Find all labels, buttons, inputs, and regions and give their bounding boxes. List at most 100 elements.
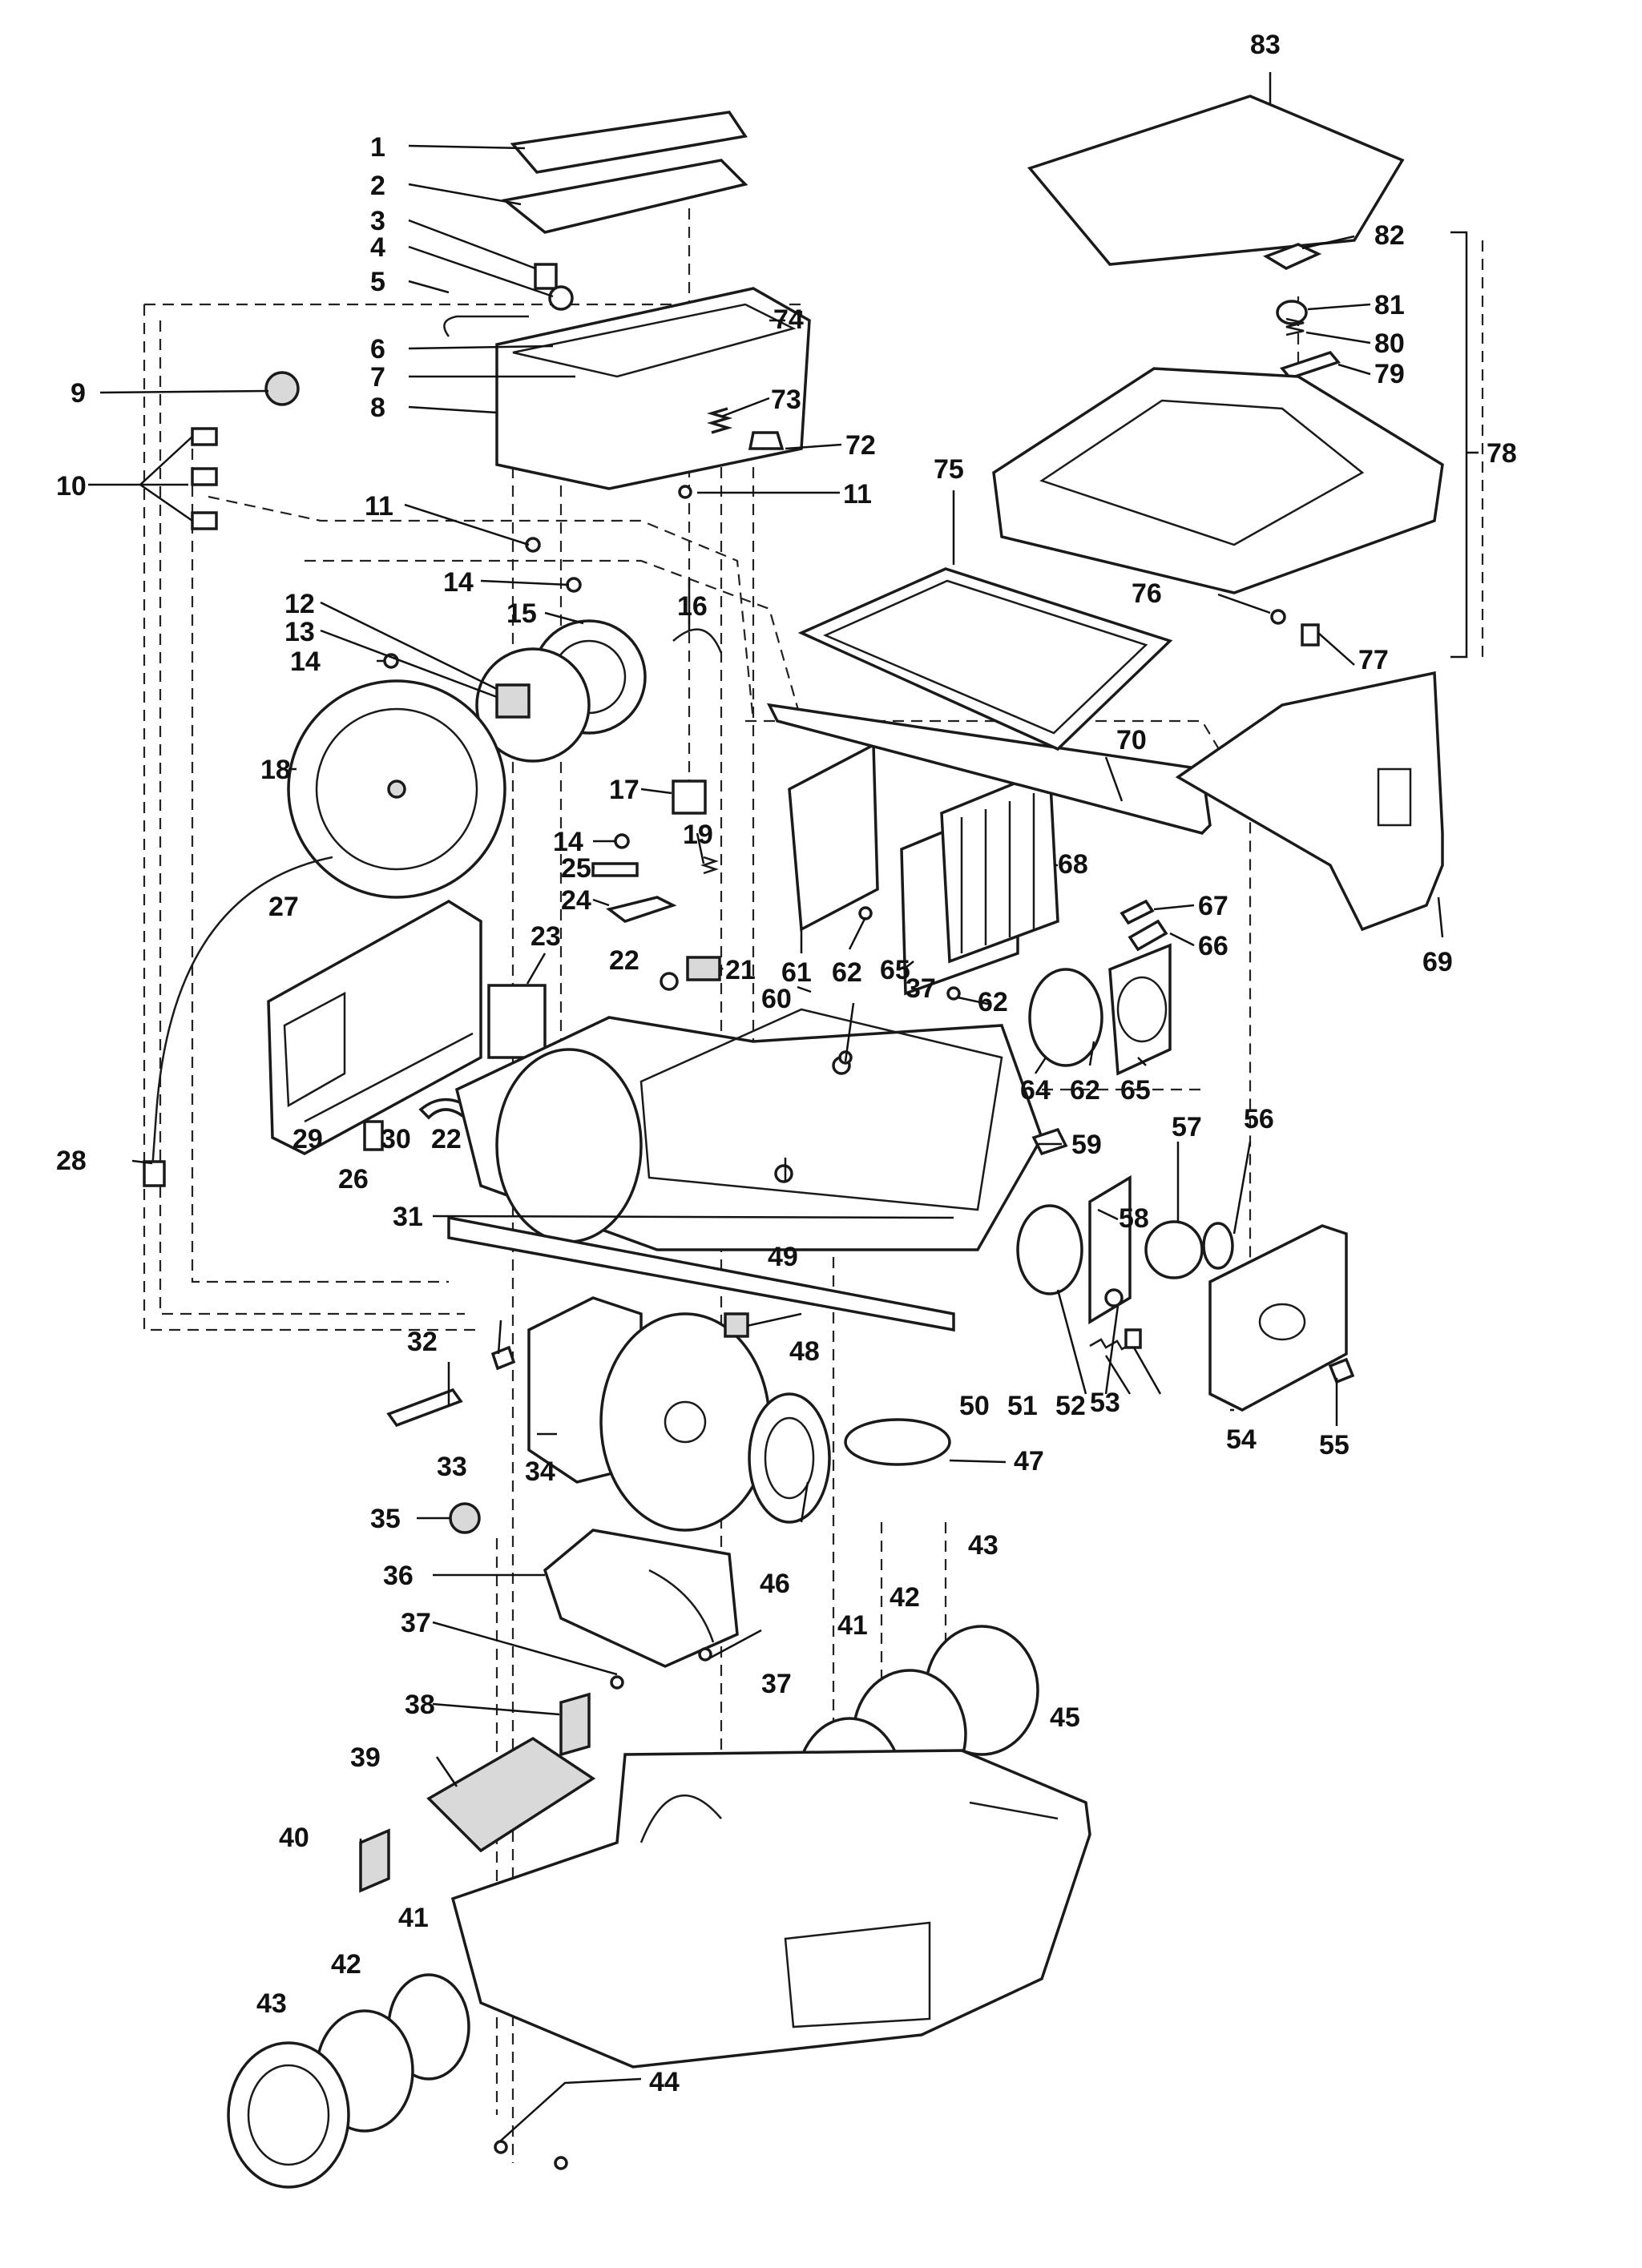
label-part-50: 50 bbox=[959, 1391, 990, 1421]
part-78-lid-housing bbox=[992, 367, 1444, 594]
part-62-screw-b bbox=[946, 986, 961, 1001]
label-part-42-right: 42 bbox=[890, 1582, 920, 1613]
label-part-29: 29 bbox=[292, 1124, 323, 1154]
part-33-bracket bbox=[386, 1388, 463, 1428]
part-35-cap bbox=[449, 1502, 481, 1534]
label-part-42-left: 42 bbox=[331, 1949, 361, 1980]
label-part-62-c: 62 bbox=[1070, 1075, 1100, 1106]
label-part-68: 68 bbox=[1058, 849, 1088, 880]
label-part-56: 56 bbox=[1244, 1104, 1274, 1134]
part-75-gasket-frame bbox=[797, 567, 1173, 751]
label-part-34: 34 bbox=[525, 1456, 555, 1487]
part-28-power-cord bbox=[151, 856, 333, 1170]
part-65-collar bbox=[1108, 943, 1172, 1076]
label-part-27: 27 bbox=[268, 892, 299, 922]
control-panel bbox=[267, 899, 482, 1155]
label-part-81: 81 bbox=[1374, 290, 1405, 320]
label-part-16: 16 bbox=[677, 591, 708, 622]
label-part-6: 6 bbox=[370, 334, 385, 365]
label-part-14-a: 14 bbox=[443, 567, 474, 598]
label-part-69: 69 bbox=[1422, 947, 1453, 977]
label-part-30: 30 bbox=[381, 1124, 411, 1154]
motor-assembly bbox=[386, 1296, 951, 1690]
part-11-screw-a bbox=[678, 485, 692, 499]
part-22-knob-a bbox=[660, 972, 679, 991]
label-part-75: 75 bbox=[934, 454, 964, 485]
part-17-capacitor bbox=[672, 779, 707, 815]
label-part-32: 32 bbox=[407, 1327, 438, 1357]
label-part-22-lower: 22 bbox=[431, 1124, 462, 1154]
part-80-spring bbox=[1285, 317, 1305, 336]
part-51-washer bbox=[1104, 1288, 1124, 1307]
label-part-13: 13 bbox=[284, 617, 315, 647]
label-part-65-a: 65 bbox=[880, 955, 910, 985]
label-part-11-left: 11 bbox=[365, 491, 393, 522]
part-27-panel bbox=[267, 899, 482, 1155]
part-37-screw-b bbox=[698, 1647, 712, 1662]
label-part-37-mid: 37 bbox=[401, 1608, 431, 1638]
part-74-top-housing bbox=[495, 287, 811, 490]
part-44-screw-a bbox=[494, 2140, 508, 2154]
part-14-screw-c bbox=[614, 833, 630, 849]
label-part-49: 49 bbox=[768, 1242, 798, 1272]
hose-inlet-assembly bbox=[1016, 1174, 1355, 1412]
part-79-latch bbox=[1280, 350, 1341, 381]
label-part-33: 33 bbox=[437, 1452, 467, 1482]
part-54-inlet-housing bbox=[1208, 1224, 1348, 1412]
label-part-57: 57 bbox=[1172, 1112, 1202, 1142]
label-part-41-left: 41 bbox=[398, 1903, 429, 1933]
label-part-37-upper: 37 bbox=[906, 973, 936, 1004]
part-66-bracket bbox=[1128, 919, 1168, 952]
label-part-67: 67 bbox=[1198, 891, 1228, 921]
label-part-22-upper: 22 bbox=[609, 945, 639, 976]
part-72-connector bbox=[748, 431, 785, 450]
bag-holder-parts bbox=[1028, 899, 1172, 1076]
part-61-motor-plate bbox=[788, 743, 879, 932]
label-part-53: 53 bbox=[1090, 1388, 1120, 1418]
part-43-tire-left bbox=[227, 2041, 350, 2189]
label-part-5: 5 bbox=[370, 267, 385, 297]
part-19-spring bbox=[700, 856, 719, 875]
power-plug bbox=[143, 1160, 166, 1187]
part-39-filter-pad bbox=[426, 1736, 596, 1853]
label-part-8: 8 bbox=[370, 393, 385, 423]
label-part-83: 83 bbox=[1250, 30, 1281, 60]
leader-lines bbox=[88, 72, 1479, 2141]
label-part-47: 47 bbox=[1014, 1446, 1044, 1476]
body-chassis bbox=[447, 1008, 1068, 1332]
label-part-4: 4 bbox=[370, 232, 385, 263]
motor-chamber-left bbox=[495, 1048, 643, 1243]
label-part-38: 38 bbox=[405, 1690, 435, 1720]
top-cover-assembly bbox=[264, 111, 811, 553]
label-part-44: 44 bbox=[649, 2067, 680, 2097]
label-part-24: 24 bbox=[561, 885, 591, 916]
label-part-14-b: 14 bbox=[290, 647, 321, 677]
part-40-filter bbox=[359, 1828, 390, 1893]
label-part-43-right: 43 bbox=[968, 1530, 999, 1561]
part-12-spring-housing bbox=[475, 647, 591, 763]
label-part-15: 15 bbox=[506, 598, 537, 629]
label-part-25: 25 bbox=[561, 853, 591, 884]
part-21-block bbox=[686, 956, 721, 981]
part-31-bumper bbox=[447, 1215, 955, 1332]
part-10-connectors bbox=[191, 427, 218, 530]
part-25-bracket bbox=[591, 862, 639, 877]
callout-labels: 1 2 3 4 5 6 7 8 9 10 11 11 12 13 14 14 1… bbox=[56, 30, 1517, 2097]
part-77-clip bbox=[1301, 623, 1320, 647]
label-part-17: 17 bbox=[609, 775, 639, 805]
part-23-switch-box bbox=[487, 984, 547, 1059]
part-44-screw-b bbox=[554, 2156, 568, 2170]
label-part-70: 70 bbox=[1116, 725, 1147, 755]
label-part-28: 28 bbox=[56, 1146, 87, 1176]
part-16-hose bbox=[672, 628, 723, 654]
part-3-clip bbox=[534, 263, 558, 290]
label-part-58: 58 bbox=[1119, 1203, 1149, 1234]
label-part-61: 61 bbox=[781, 957, 812, 988]
label-part-11-right: 11 bbox=[843, 479, 872, 510]
part-53-clip bbox=[1124, 1328, 1142, 1349]
part-67-clip bbox=[1120, 899, 1155, 925]
label-part-72: 72 bbox=[845, 430, 876, 461]
part-69-dust-bag bbox=[1175, 671, 1444, 932]
part-58-plate bbox=[1088, 1174, 1132, 1325]
